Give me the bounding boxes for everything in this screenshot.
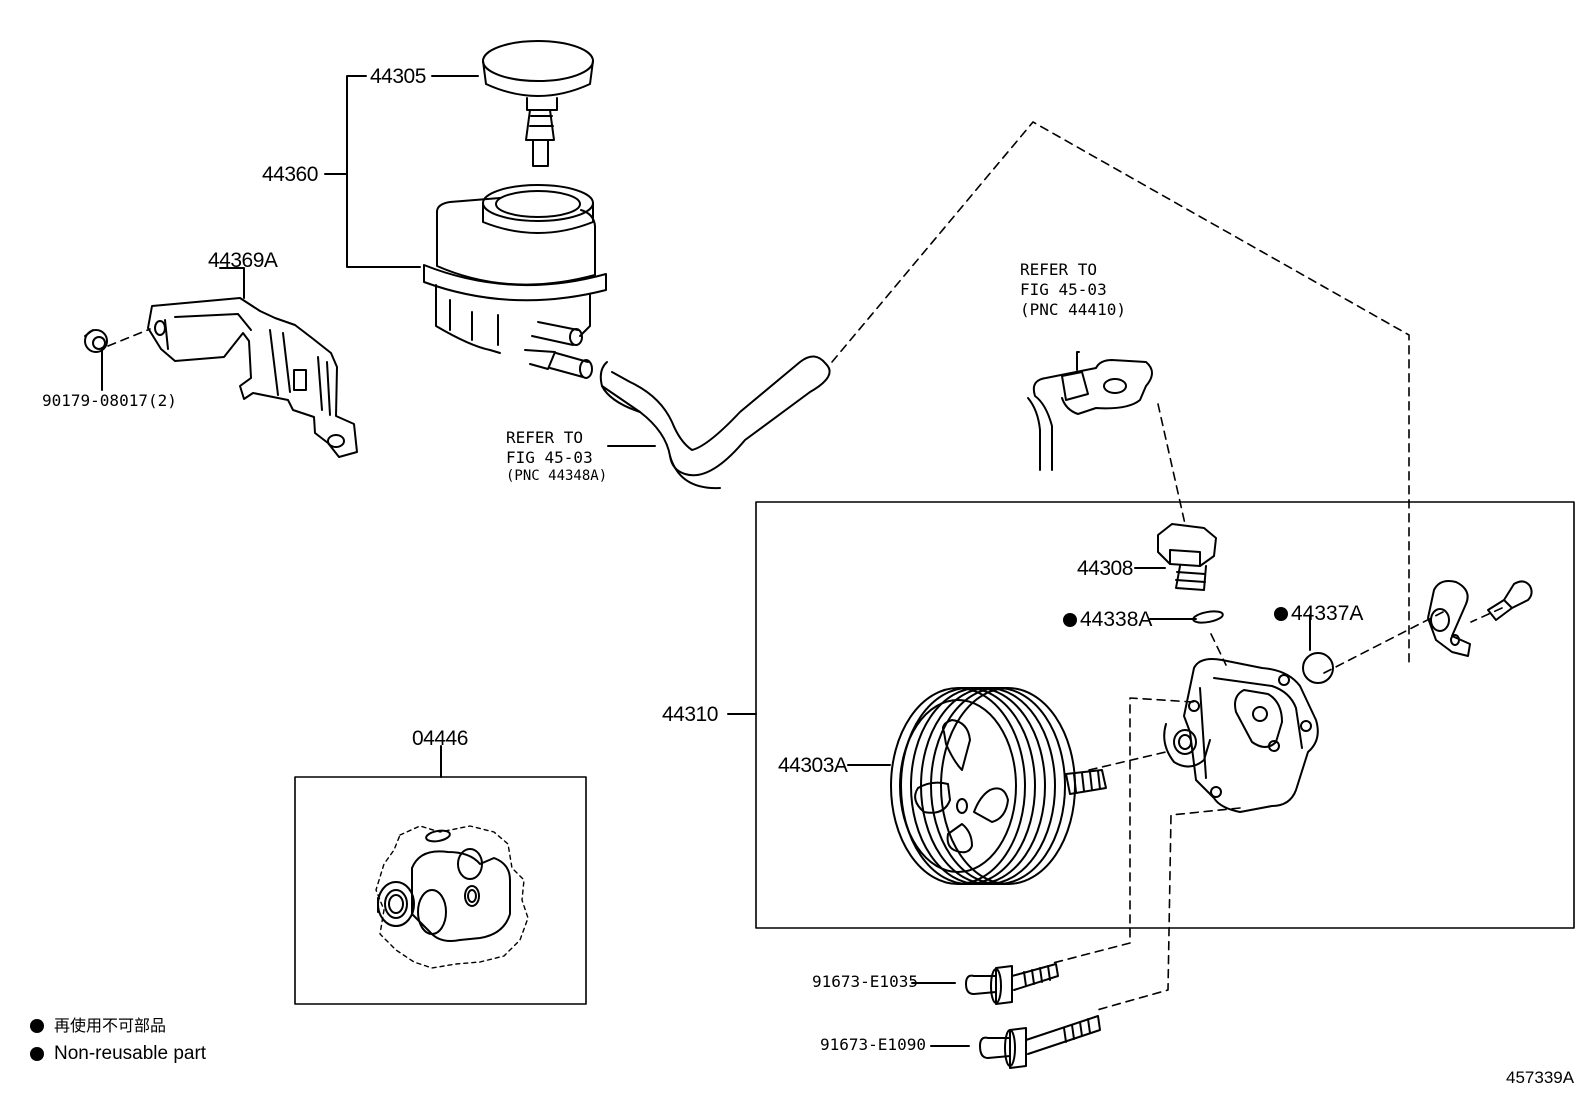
ref-hose-line3: (PNC 44348A)	[506, 468, 608, 484]
label-44308: 44308	[1077, 557, 1133, 580]
label-44360: 44360	[262, 163, 318, 186]
label-04446: 04446	[412, 727, 468, 750]
bracket	[147, 297, 358, 458]
label-91673-e1090: 91673-E1090	[820, 1035, 926, 1054]
reservoir-cap	[482, 40, 594, 167]
o-ring-44337a	[1302, 652, 1334, 684]
label-44338a-text: 44338A	[1080, 608, 1153, 631]
ref-tube-line1: REFER TO	[1020, 260, 1098, 279]
label-91673-e1035: 91673-E1035	[812, 972, 918, 991]
ref-tube-note: REFER TO FIG 45-03 (PNC 44410)	[1020, 260, 1126, 320]
non-reusable-dot-icon	[1063, 612, 1077, 627]
label-44303a: 44303A	[778, 754, 848, 777]
ref-hose-line1: REFER TO	[506, 428, 584, 447]
kit-box	[294, 776, 587, 1005]
label-44369a: 44369A	[208, 249, 278, 272]
ref-hose-note: REFER TO FIG 45-03 (PNC 44348A)	[506, 428, 607, 486]
label-44337a: 44337A	[1274, 603, 1363, 624]
clip	[84, 329, 108, 353]
label-44305: 44305	[370, 65, 426, 88]
dashed-lines	[107, 121, 1503, 1011]
label-90179: 90179-08017(2)	[42, 391, 177, 410]
figure-id: 457339A	[1506, 1068, 1575, 1087]
gasket-kit	[375, 825, 529, 969]
label-44310: 44310	[662, 703, 718, 726]
non-reusable-dot-icon	[1274, 606, 1288, 621]
reservoir-tank	[423, 184, 607, 379]
union-bolt	[1157, 523, 1217, 591]
o-ring-44338a	[1192, 610, 1224, 624]
legend-dot-icon	[30, 1019, 44, 1033]
legend-jp-text: 再使用不可部品	[54, 1016, 167, 1035]
bolt-e1035	[965, 963, 1059, 1005]
pulley	[890, 687, 1107, 885]
legend-jp: 再使用不可部品	[30, 1018, 166, 1034]
ref-hose-line2: FIG 45-03	[506, 448, 593, 467]
suction-union	[1427, 580, 1533, 657]
leader-lines	[101, 75, 1311, 1047]
pressure-tube	[1027, 359, 1153, 471]
pump-body	[1163, 658, 1319, 813]
legend-en: Non-reusable part	[30, 1044, 206, 1063]
legend-en-text: Non-reusable part	[54, 1043, 207, 1064]
label-44338a: 44338A	[1063, 609, 1152, 630]
hose	[599, 355, 831, 490]
legend-dot-icon	[30, 1046, 44, 1061]
ref-tube-line2: FIG 45-03	[1020, 280, 1107, 299]
bolt-e1090	[979, 1015, 1101, 1069]
ref-tube-line3: (PNC 44410)	[1020, 300, 1126, 319]
assembly-box	[755, 501, 1575, 929]
label-44337a-text: 44337A	[1291, 602, 1364, 625]
